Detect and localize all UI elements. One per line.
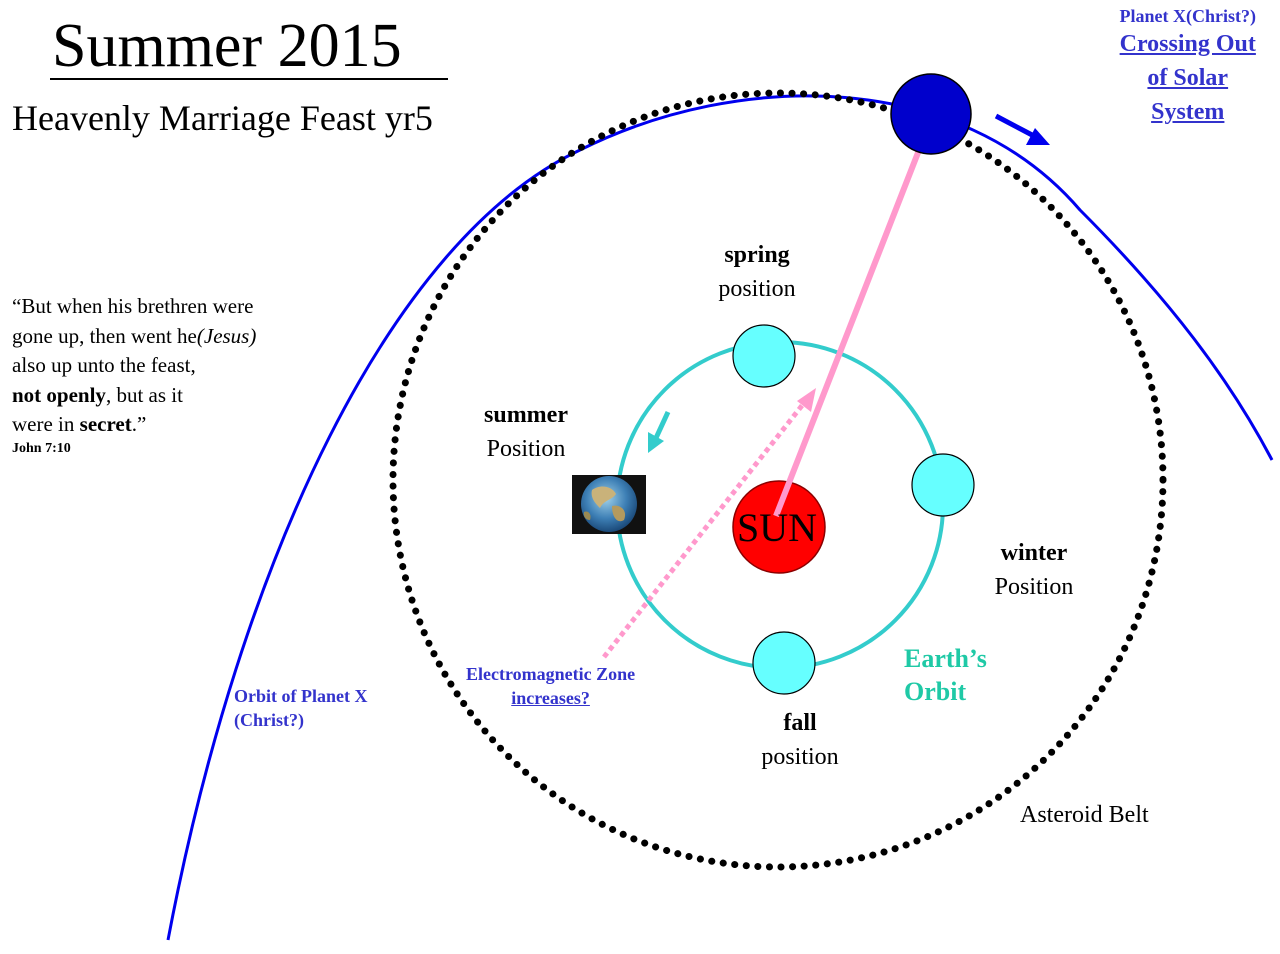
quote-line: .”	[131, 412, 147, 436]
quote-bold: secret	[79, 412, 132, 436]
sun-label: SUN	[737, 505, 818, 550]
quote-bold: not openly	[12, 382, 106, 407]
sun-to-planet-x-line	[773, 120, 933, 518]
page-subtitle: Heavenly Marriage Feast yr5	[12, 98, 433, 138]
planet-x-label: Planet X(Christ?) Crossing Out of Solar …	[1120, 6, 1256, 129]
arrow-icon	[994, 113, 1050, 145]
em-label-line: Electromagnetic Zone	[466, 664, 636, 684]
planet-x	[890, 73, 972, 155]
season-sub: position	[761, 744, 839, 770]
crossing-out-link[interactable]: of Solar	[1147, 65, 1229, 91]
spring-position-label: spring position	[700, 238, 814, 306]
fall-position-planet	[752, 631, 816, 695]
orbit-label-line: Orbit of Planet X	[234, 686, 368, 706]
summer-position-label: summer Position	[470, 398, 582, 466]
season-name: summer	[484, 402, 568, 428]
earth-globe-icon	[572, 475, 646, 534]
title-underline	[50, 78, 448, 80]
page-title: Summer 2015	[52, 12, 402, 80]
quote-line: were in	[12, 412, 80, 436]
electromagnetic-zone-label: Electromagnetic Zone increases?	[466, 662, 635, 710]
planet-x-orbit-curve	[166, 94, 1274, 941]
quote-line: also up unto the feast,	[12, 353, 196, 377]
season-sub: position	[718, 276, 796, 302]
fall-position-label: fall position	[744, 706, 856, 774]
electromagnetic-arrow-head	[797, 388, 816, 412]
earths-orbit-line: Earth’s	[904, 644, 987, 673]
season-name: fall	[783, 710, 817, 736]
earths-orbit-line: Orbit	[904, 677, 967, 706]
crossing-out-link[interactable]: Crossing Out	[1119, 31, 1256, 57]
orbit-label-line: (Christ?)	[234, 710, 304, 730]
winter-position-planet	[911, 453, 975, 517]
arrow-icon	[648, 410, 671, 453]
em-label-link[interactable]: increases?	[511, 688, 590, 708]
season-sub: Position	[994, 574, 1074, 600]
sun	[732, 480, 826, 574]
earths-orbit-label: Earth’s Orbit	[904, 642, 987, 708]
crossing-out-link[interactable]: System	[1151, 99, 1225, 125]
winter-position-label: winter Position	[978, 536, 1090, 604]
season-sub: Position	[486, 436, 566, 462]
quote-reference: John 7:10	[12, 440, 71, 456]
spring-position-planet	[732, 324, 796, 388]
quote-emphasis: (Jesus)	[196, 323, 257, 348]
season-name: winter	[1000, 540, 1068, 566]
asteroid-belt-ring	[389, 89, 1167, 871]
quote-line: gone up, then went he	[12, 323, 197, 348]
quote-line: “But when his brethren were	[12, 294, 254, 318]
scripture-quote: “But when his brethren were gone up, the…	[12, 292, 332, 458]
asteroid-belt-label: Asteroid Belt	[1020, 802, 1149, 828]
quote-line: , but as it	[105, 382, 183, 407]
planet-x-small-label: Planet X(Christ?)	[1119, 6, 1256, 26]
orbit-of-planet-x-label: Orbit of Planet X (Christ?)	[234, 684, 367, 732]
season-name: spring	[724, 242, 790, 268]
